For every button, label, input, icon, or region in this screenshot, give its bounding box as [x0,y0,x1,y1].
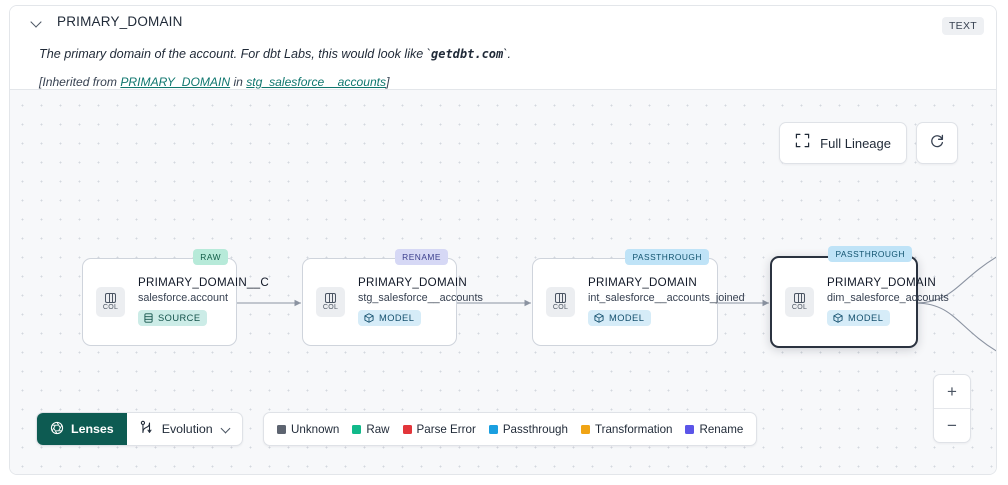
type-badge: TEXT [941,17,984,35]
legend-label: Unknown [291,422,340,436]
inherited-suffix: ] [386,75,390,89]
node-tag-badge: RAW [193,249,228,265]
zoom-controls: + − [933,374,971,443]
database-icon [144,313,153,323]
lineage-legend: Unknown Raw Parse Error Passthrough Tran… [263,412,758,446]
canvas-toolbar: Full Lineage [779,122,958,164]
node-tag-badge: RENAME [395,249,448,265]
chevron-down-icon [221,424,231,434]
description-code: getdbt.com [431,47,504,61]
columns-icon [325,293,336,303]
evolution-icon [139,420,154,438]
legend-label: Raw [366,422,390,436]
chevron-down-icon[interactable] [30,15,44,29]
expand-corners-icon [795,133,810,153]
legend-item-unknown: Unknown [277,423,339,436]
node-kind-label: MODEL [379,313,415,323]
lineage-node[interactable]: RAW COL PRIMARY_DOMAIN__C salesforce.acc… [82,249,269,346]
node-subtitle: stg_salesforce__accounts [358,292,483,304]
column-chip-label: COL [322,304,339,311]
node-title: PRIMARY_DOMAIN__C [138,276,269,289]
full-lineage-label: Full Lineage [820,135,891,151]
refresh-button[interactable] [916,122,958,164]
column-chip-label: COL [791,304,808,311]
lenses-label: Lenses [71,422,114,436]
legend-swatch [277,424,286,434]
lineage-node-selected[interactable]: PASSTHROUGH COL PRIMARY_DOMAIN dim_sales… [770,246,949,348]
node-kind-pill: MODEL [588,310,652,326]
cube-icon [833,313,843,323]
column-detail-panel: PRIMARY_DOMAIN TEXT The primary domain o… [9,5,997,475]
node-info: PRIMARY_DOMAIN stg_salesforce__accounts … [358,276,483,328]
node-subtitle: int_salesforce__accounts_joined [588,292,745,304]
node-kind-label: SOURCE [158,313,201,323]
legend-item-passthrough: Passthrough [488,422,568,436]
column-chip-label: COL [102,304,119,311]
zoom-out-button[interactable]: − [947,415,957,435]
column-chip: COL [96,287,125,317]
lineage-edges [237,256,996,352]
lineage-node[interactable]: RENAME COL PRIMARY_DOMAIN stg_salesforce… [302,249,483,346]
cube-icon [364,313,374,323]
node-info: PRIMARY_DOMAIN__C salesforce.account SOU… [138,276,269,328]
node-tag-badge: PASSTHROUGH [625,249,709,265]
lenses-button[interactable]: Lenses [37,413,127,445]
legend-label: Transformation [594,422,673,436]
columns-icon [794,293,805,303]
lenses-control-group: Lenses Evolution [36,412,243,446]
legend-label: Passthrough [502,422,568,436]
columns-icon [105,293,116,303]
legend-item-raw: Raw [352,422,390,436]
refresh-icon [929,133,945,154]
node-title: PRIMARY_DOMAIN [358,276,467,289]
node-kind-pill: MODEL [358,310,422,326]
column-chip-label: COL [552,304,569,311]
header-title-row: PRIMARY_DOMAIN [30,14,183,29]
inherited-model-link[interactable]: stg_salesforce__accounts [246,75,387,89]
column-description: The primary domain of the account. For d… [39,47,511,61]
evolution-button[interactable]: Evolution [127,413,242,445]
node-kind-label: MODEL [609,313,645,323]
lineage-canvas[interactable]: Full Lineage + − R [10,90,996,474]
zoom-divider [934,408,970,409]
column-chip: COL [316,287,345,317]
legend-swatch [402,424,412,434]
column-chip: COL [546,287,575,317]
inherited-prefix: [Inherited from [39,75,121,89]
panel-header: PRIMARY_DOMAIN TEXT The primary domain o… [10,6,996,90]
lineage-node[interactable]: PASSTHROUGH COL PRIMARY_DOMAIN int_sales… [532,249,745,346]
inherited-mid: in [230,75,247,89]
legend-item-transformation: Transformation [580,422,673,436]
legend-label: Rename [699,422,744,436]
legend-swatch [488,424,498,434]
legend-swatch [685,424,695,434]
node-tag-badge: PASSTHROUGH [828,246,912,262]
description-text-post: `. [503,47,511,61]
node-subtitle: dim_salesforce_accounts [827,292,949,304]
legend-swatch [580,424,590,434]
node-subtitle: salesforce.account [138,292,229,304]
node-info: PRIMARY_DOMAIN int_salesforce__accounts_… [588,276,745,328]
inherited-column-link[interactable]: PRIMARY_DOMAIN [120,75,231,89]
legend-swatch [352,424,362,434]
legend-item-rename: Rename [685,423,743,436]
aperture-icon [50,421,64,438]
columns-icon [555,293,566,303]
node-kind-pill: MODEL [827,310,891,326]
node-title: PRIMARY_DOMAIN [827,276,936,289]
legend-item-parse-error: Parse Error [402,422,476,436]
node-info: PRIMARY_DOMAIN dim_salesforce_accounts M… [827,276,949,328]
full-lineage-button[interactable]: Full Lineage [779,122,907,164]
node-kind-label: MODEL [848,313,884,323]
legend-label: Parse Error [416,422,476,436]
evolution-label: Evolution [161,422,213,436]
cube-icon [594,313,604,323]
description-text-pre: The primary domain of the account. For d… [39,47,431,61]
zoom-in-button[interactable]: + [947,381,957,401]
page-title: PRIMARY_DOMAIN [57,14,183,29]
inherited-from-note: [Inherited from PRIMARY_DOMAIN in stg_sa… [39,75,389,89]
node-title: PRIMARY_DOMAIN [588,276,697,289]
column-chip: COL [785,287,814,317]
node-kind-pill: SOURCE [138,310,208,326]
